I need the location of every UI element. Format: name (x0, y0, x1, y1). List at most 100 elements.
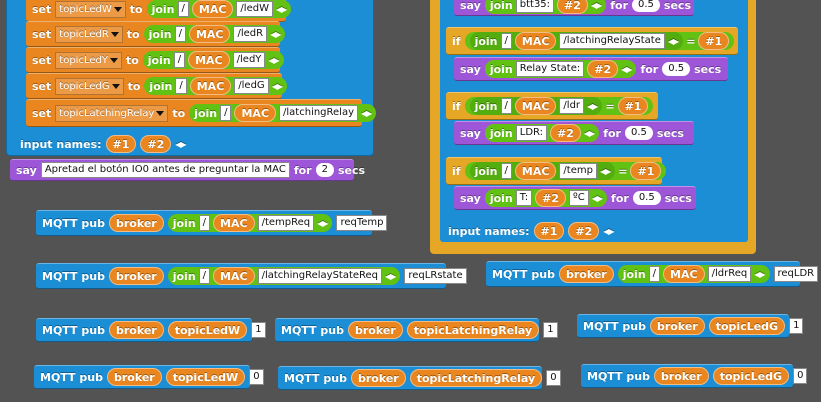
param-2[interactable]: #2 (557, 0, 588, 14)
path-slot[interactable]: /ldrReq (707, 266, 752, 282)
var-dropdown[interactable]: topicLedW (55, 0, 126, 18)
join-block[interactable]: join / MAC /ledY ◀▶ (142, 51, 284, 69)
mqtt-pub-latching-on[interactable]: MQTT pub broker topicLatchingRelay 1 (275, 318, 558, 342)
mac-variable[interactable]: MAC (188, 51, 230, 69)
say-text-slot[interactable]: Apretad el botón IO0 antes de preguntar … (40, 162, 290, 178)
param-1[interactable]: #1 (630, 162, 662, 180)
broker-variable[interactable]: broker (350, 369, 406, 387)
mac-variable[interactable]: MAC (189, 77, 232, 95)
arrows-icon[interactable]: ◀▶ (583, 128, 595, 138)
join-block[interactable]: join / MAC /ldr ◀▶ (469, 97, 603, 115)
broker-variable[interactable]: broker (106, 368, 162, 386)
broker-variable[interactable]: broker (653, 367, 709, 385)
message-slot[interactable]: 1 (789, 318, 804, 334)
join-block[interactable]: join / MAC /latchingRelay ◀▶ (189, 104, 377, 122)
say-block-ldr[interactable]: say join LDR: #2 ◀▶ for 0.5 secs (454, 121, 694, 145)
arrows-icon[interactable]: ◀▶ (270, 29, 281, 39)
secs-slot[interactable]: 0.5 (625, 126, 653, 140)
mqtt-pub-ledw-on[interactable]: MQTT pub broker topicLedW 1 (36, 318, 266, 342)
arrows-icon[interactable]: ◀▶ (361, 108, 372, 118)
label-slot[interactable]: T: (515, 190, 533, 206)
arrows-icon[interactable]: ◀▶ (603, 226, 614, 236)
if-block-relay[interactable]: if join / MAC /latchingRelayState ◀▶ = #… (446, 27, 738, 55)
slash-slot[interactable]: / (174, 26, 186, 42)
secs-slot[interactable]: 0.5 (662, 62, 691, 76)
path-slot[interactable]: /ldr (559, 98, 585, 114)
join-block[interactable]: join / MAC /tempReq ◀▶ (167, 214, 333, 232)
set-block-ledw[interactable]: set topicLedW to join / MAC /ledW ◀▶ (26, 0, 292, 22)
param-2[interactable]: #2 (535, 189, 567, 207)
set-block-latching-relay[interactable]: set topicLatchingRelay to join / MAC /la… (26, 99, 377, 127)
join-block[interactable]: join btt35: #2 ◀▶ (484, 0, 607, 14)
set-block-ledg[interactable]: set topicLedG to join / MAC /ledG ◀▶ (26, 73, 287, 99)
path-slot[interactable]: /ledR (233, 26, 268, 42)
slash-slot[interactable]: / (198, 268, 211, 284)
param-2[interactable]: #2 (568, 222, 600, 240)
mac-variable[interactable]: MAC (188, 25, 231, 43)
mqtt-pub-relay-state-req[interactable]: MQTT pub broker join / MAC /latchingRela… (36, 263, 467, 289)
arrows-icon[interactable]: ◀▶ (271, 81, 283, 91)
arrows-icon[interactable]: ◀▶ (754, 269, 765, 279)
set-block-ledy[interactable]: set topicLedY to join / MAC /ledY ◀▶ (26, 47, 284, 73)
mac-variable[interactable]: MAC (514, 162, 557, 180)
broker-variable[interactable]: broker (108, 267, 164, 285)
mqtt-pub-latching-off[interactable]: MQTT pub broker topicLatchingRelay 0 (278, 366, 561, 390)
slash-slot[interactable]: / (177, 1, 189, 17)
suffix-slot[interactable]: ºC (569, 190, 589, 206)
path-slot[interactable]: /latchingRelayStateReq (257, 268, 383, 284)
message-slot[interactable]: 0 (546, 370, 561, 386)
slash-slot[interactable]: / (500, 98, 512, 114)
join-block[interactable]: join / MAC /ldrReq ◀▶ (617, 265, 770, 283)
topic-variable[interactable]: topicLedG (708, 317, 786, 335)
mac-variable[interactable]: MAC (213, 214, 255, 232)
mac-variable[interactable]: MAC (663, 265, 705, 283)
slash-slot[interactable]: / (175, 78, 187, 94)
slash-slot[interactable]: / (648, 266, 661, 282)
path-slot[interactable]: /temp (559, 163, 597, 179)
say-block-btt35[interactable]: say join btt35: #2 ◀▶ for 0.5 secs (454, 0, 694, 16)
label-slot[interactable]: Relay State: (515, 61, 585, 77)
join-block[interactable]: join Relay State: #2 ◀▶ (484, 60, 637, 78)
param-1[interactable]: #1 (617, 97, 649, 115)
arrows-icon[interactable]: ◀▶ (591, 193, 603, 203)
broker-variable[interactable]: broker (108, 214, 164, 232)
secs-slot[interactable]: 0.5 (632, 191, 661, 205)
equals-block[interactable]: join / MAC /temp ◀▶ = #1 (464, 162, 667, 180)
broker-variable[interactable]: broker (347, 321, 403, 339)
arrows-icon[interactable]: ◀▶ (175, 139, 186, 149)
slash-slot[interactable]: / (198, 215, 211, 231)
mqtt-pub-ledg-on[interactable]: MQTT pub broker topicLedG 1 (577, 314, 804, 338)
say-block-temp[interactable]: say join T: #2 ºC ◀▶ for 0.5 secs (454, 186, 696, 210)
join-block[interactable]: join / MAC /ledG ◀▶ (144, 77, 287, 95)
slash-slot[interactable]: / (173, 52, 186, 68)
path-slot[interactable]: /latchingRelay (279, 105, 359, 121)
var-dropdown[interactable]: topicLatchingRelay (55, 104, 169, 122)
topic-variable[interactable]: topicLedW (167, 321, 248, 339)
join-block[interactable]: join / MAC /latchingRelayState ◀▶ (469, 32, 684, 50)
mqtt-pub-ledw-off[interactable]: MQTT pub broker topicLedW 0 (34, 365, 264, 389)
join-block[interactable]: join / MAC /ledR ◀▶ (143, 25, 286, 43)
param-2[interactable]: #2 (550, 124, 581, 142)
equals-block[interactable]: join / MAC /latchingRelayState ◀▶ = #1 (464, 32, 735, 50)
path-slot[interactable]: /ledY (232, 52, 266, 68)
message-slot[interactable]: 1 (251, 322, 266, 338)
topic-variable[interactable]: topicLatchingRelay (406, 321, 540, 339)
if-block-ldr[interactable]: if join / MAC /ldr ◀▶ = #1 (446, 92, 658, 120)
arrows-icon[interactable]: ◀▶ (587, 101, 598, 111)
label-slot[interactable]: LDR: (515, 125, 548, 141)
arrows-icon[interactable]: ◀▶ (268, 55, 279, 65)
arrows-icon[interactable]: ◀▶ (667, 36, 679, 46)
say-block-relay[interactable]: say join Relay State: #2 ◀▶ for 0.5 secs (454, 57, 728, 81)
mac-variable[interactable]: MAC (213, 267, 255, 285)
arrows-icon[interactable]: ◀▶ (599, 166, 611, 176)
param-1[interactable]: #1 (105, 135, 137, 153)
message-slot[interactable]: reqLDR (773, 266, 819, 282)
mac-variable[interactable]: MAC (514, 32, 557, 50)
topic-variable[interactable]: topicLatchingRelay (409, 369, 543, 387)
message-slot[interactable]: 0 (249, 369, 264, 385)
broker-variable[interactable]: broker (108, 321, 164, 339)
mqtt-pub-temp-req[interactable]: MQTT pub broker join / MAC /tempReq ◀▶ r… (36, 210, 388, 236)
equals-block[interactable]: join / MAC /ldr ◀▶ = #1 (464, 97, 654, 115)
path-slot[interactable]: /ledW (236, 1, 273, 17)
join-block[interactable]: join LDR: #2 ◀▶ (484, 124, 600, 142)
